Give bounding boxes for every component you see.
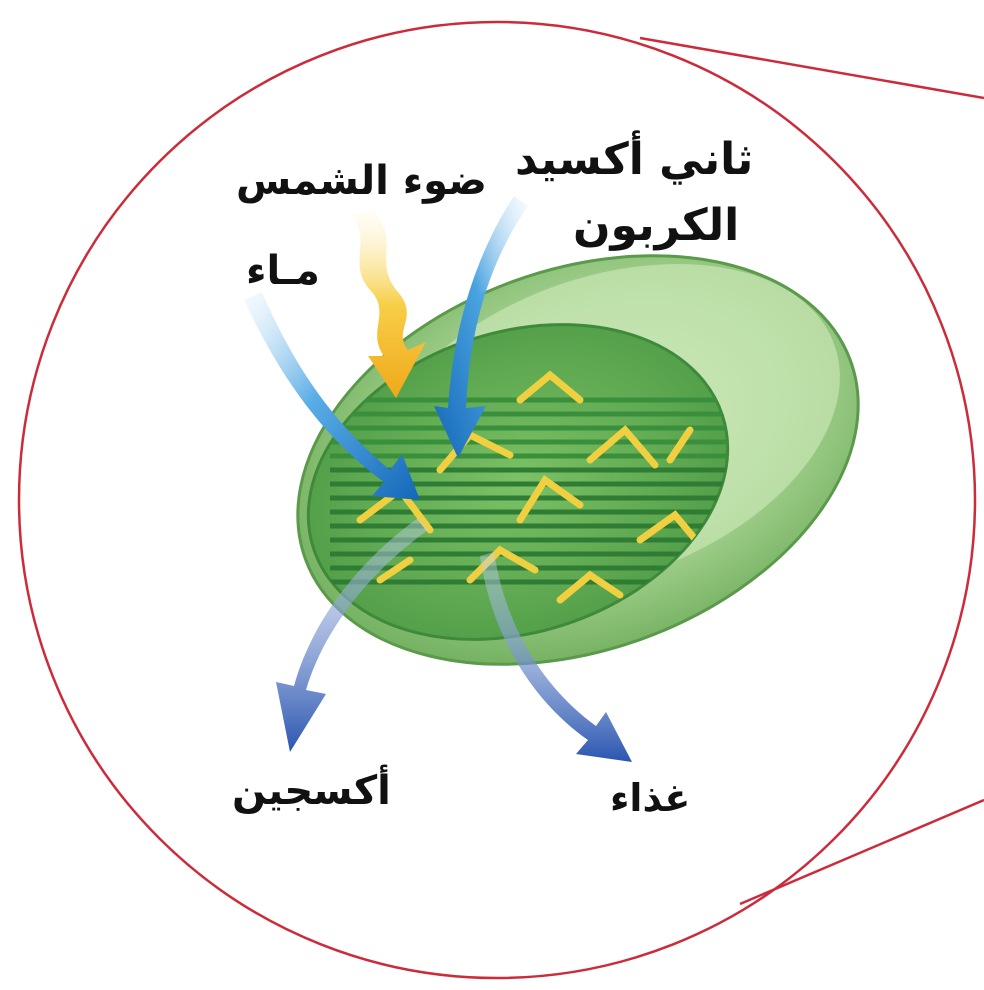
carbon-dioxide-label-line2: الكربون (573, 200, 739, 251)
carbon-dioxide-label-line1: ثاني أكسيد (515, 134, 753, 185)
chloroplast-illustration (241, 182, 916, 737)
sunlight-label: ضوء الشمس (236, 158, 487, 204)
food-label: غذاء (610, 776, 690, 820)
water-label: مـاء (246, 248, 320, 294)
zoom-line-top (640, 38, 984, 98)
oxygen-label: أكسجين (232, 768, 391, 814)
zoom-line-bottom (740, 800, 984, 904)
